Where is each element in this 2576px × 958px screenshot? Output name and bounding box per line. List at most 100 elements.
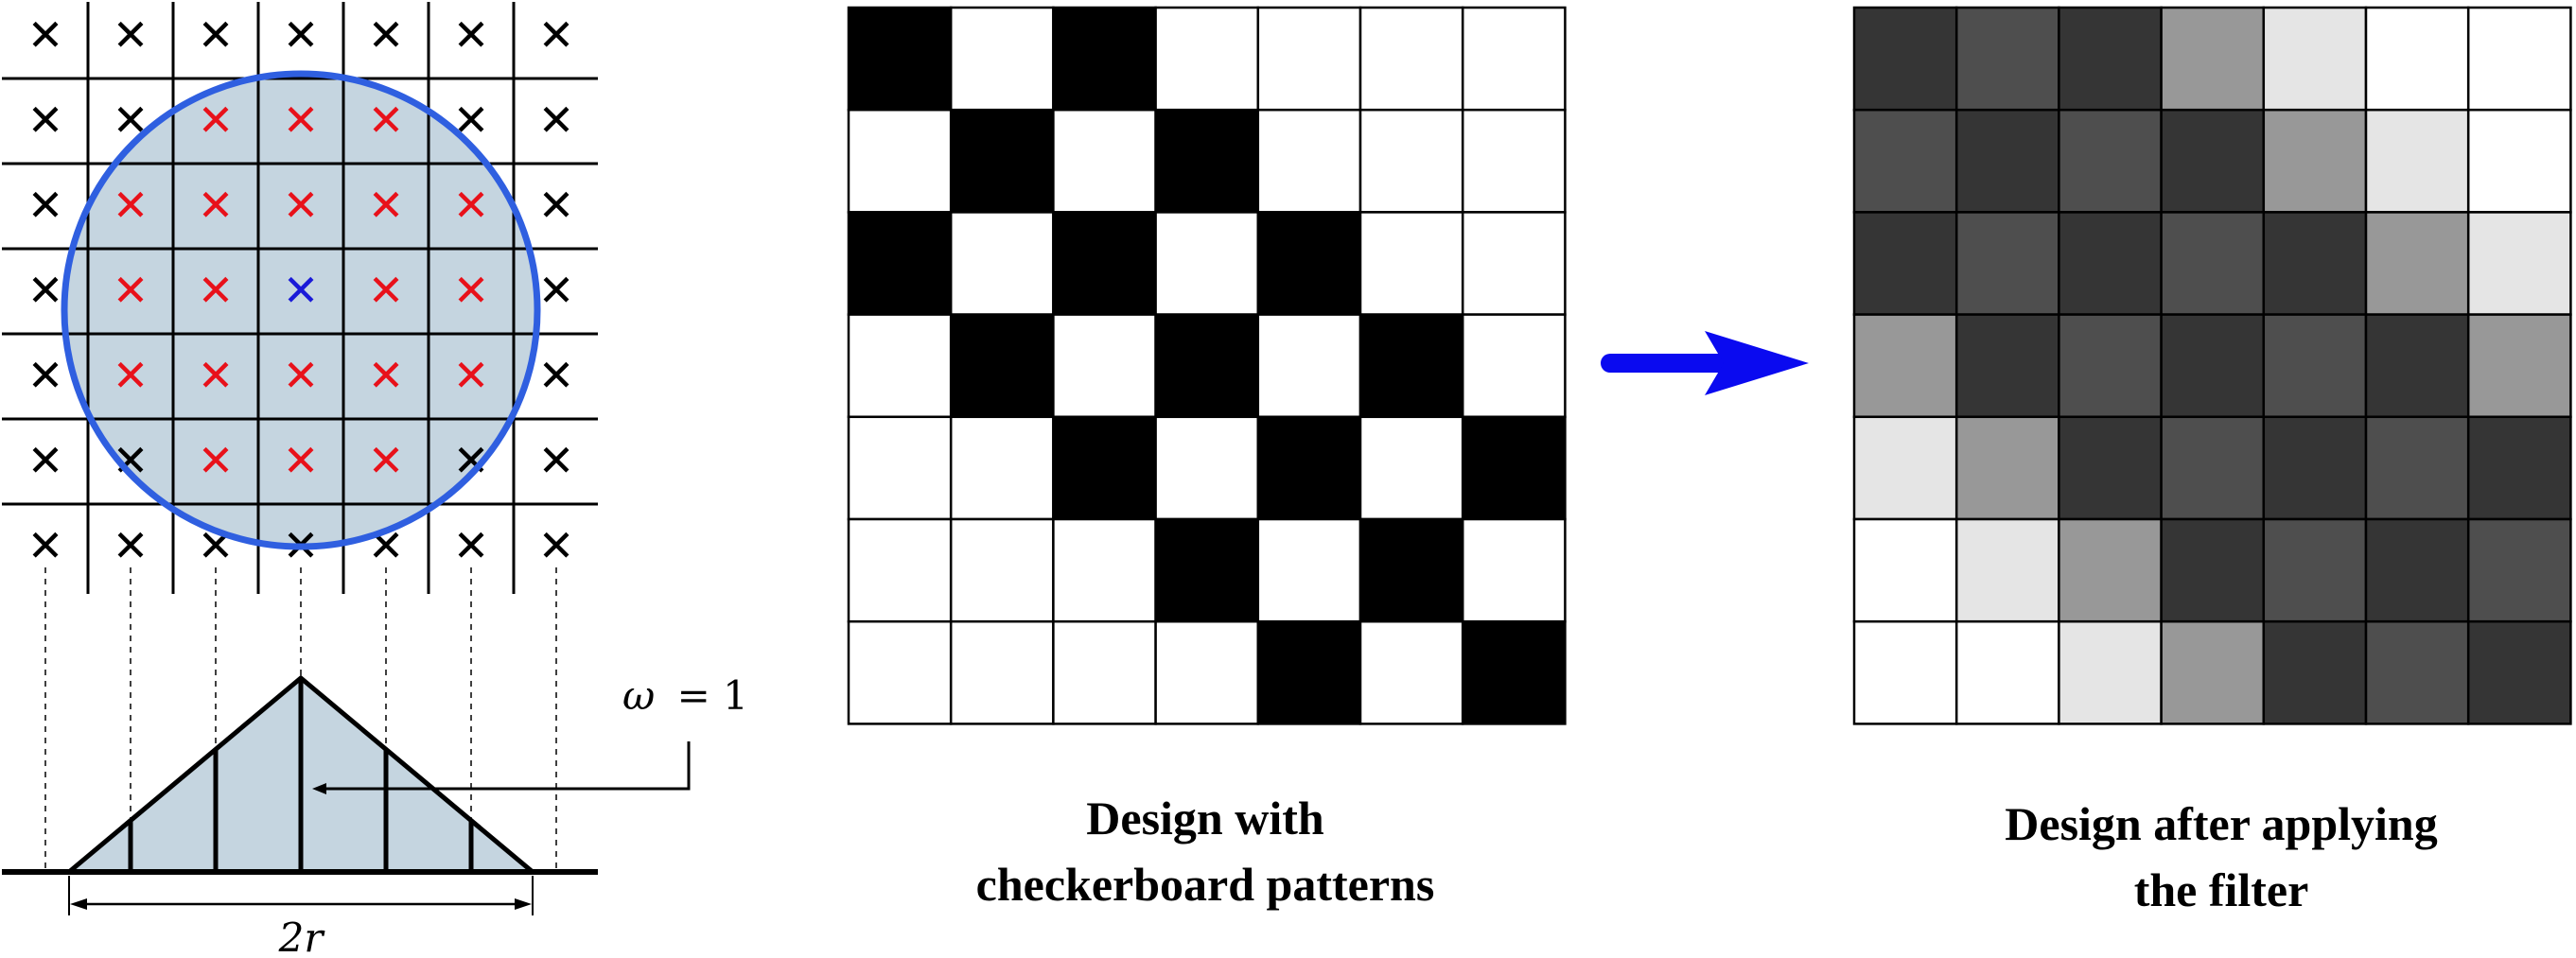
outside-mark: ✕ [453,9,490,61]
checker-cell [1154,517,1260,623]
filtered-cell [2262,313,2368,419]
weight-leader-line [320,741,691,791]
weight-leader-arrowhead [312,783,326,794]
checker-cell [847,211,953,316]
filtered-cell [1852,517,1958,623]
checker-cell [1154,6,1260,112]
inside-mark: ✕ [368,95,405,146]
inside-mark: ✕ [198,350,235,401]
kernel-grid-lines [2,2,598,594]
checker-cell [1154,313,1260,419]
inside-mark: ✕ [453,180,490,231]
checker-cell [847,415,953,521]
checker-cell [1358,415,1464,521]
outside-mark: ✕ [368,9,405,61]
filtered-cell [2262,211,2368,316]
filtered-cell [2160,619,2266,725]
filtered-cell [1954,415,2060,521]
checker-cell [1358,6,1464,112]
outside-mark: ✕ [27,265,64,316]
checker-cell [1256,415,1362,521]
checkerboard-grid [847,6,1567,725]
checker-cell [1256,211,1362,316]
checker-cell [1154,108,1260,214]
outside-mark: ✕ [453,520,490,571]
checker-cell [847,313,953,419]
filtered-cell [2160,108,2266,214]
filtered-cell [2058,619,2163,725]
checker-cell [949,211,1055,316]
checker-cell [1052,619,1157,725]
filtered-cell [2364,313,2470,419]
checker-cell [949,415,1055,521]
center-mark: ✕ [283,265,320,316]
checker-cell [949,619,1055,725]
filtered-cell [1954,517,2060,623]
filtered-grid [1852,6,2572,725]
checker-cell [847,108,953,214]
filtered-cell [2160,211,2266,316]
outside-mark: ✕ [538,350,575,401]
outside-mark: ✕ [538,435,575,486]
filtered-cell [1954,6,2060,112]
checker-cell [1154,415,1260,521]
weight-bars [128,678,474,872]
checker-cell [1052,6,1157,112]
checker-cell [1052,211,1157,316]
checker-cell [1052,517,1157,623]
checker-cell [1461,415,1567,521]
filter-radius-circle [61,70,541,550]
filtered-cell [1954,211,2060,316]
checker-cell [1154,619,1260,725]
filtered-cell [1852,6,1958,112]
checker-cell [847,6,953,112]
filtered-cell [2364,415,2470,521]
outside-mark: ✕ [27,95,64,146]
checker-cell [1461,517,1567,623]
outside-mark: ✕ [538,520,575,571]
outside-mark: ✕ [113,520,149,571]
filtered-cell [2262,415,2368,521]
weight-profile: ω = 1 2r [2,672,748,958]
checker-cell [949,108,1055,214]
inside-mark: ✕ [198,265,235,316]
filtered-cell [2160,6,2266,112]
checker-cell [1052,108,1157,214]
filtered-cell [2466,6,2572,112]
checkerboard-caption-line1: Design with [1086,792,1324,845]
filtered-cell [2058,108,2163,214]
filtered-cell [2364,108,2470,214]
checker-cell [1358,313,1464,419]
inside-mark: ✕ [113,265,149,316]
filtered-cell [1852,619,1958,725]
inside-mark: ✕ [283,180,320,231]
checker-cell [1358,211,1464,316]
radius-label: 2r [278,914,326,958]
inside-mark: ✕ [368,350,405,401]
filtered-cell [2466,619,2572,725]
filtered-cell [2058,211,2163,316]
filtered-cell [1852,313,1958,419]
inside-mark: ✕ [368,180,405,231]
outside-mark: ✕ [538,95,575,146]
checker-cell [1256,619,1362,725]
checker-cell [949,517,1055,623]
checker-cell [1358,517,1464,623]
inside-mark: ✕ [283,95,320,146]
checker-cell [1052,313,1157,419]
filtered-cell [1852,108,1958,214]
checker-cell [949,313,1055,419]
checker-cell [1461,6,1567,112]
filtered-cell [2058,517,2163,623]
inside-mark: ✕ [198,435,235,486]
checker-cell [847,517,953,623]
filtered-cell [2160,313,2266,419]
filtered-cell [2262,517,2368,623]
outside-mark: ✕ [538,265,575,316]
filtered-cell [2364,619,2470,725]
filtered-cell [2058,313,2163,419]
filter-radius-circle-fill [64,74,537,547]
checker-cell [847,619,953,725]
radius-dim-arrow-left [70,898,87,910]
outside-mark: ✕ [27,435,64,486]
